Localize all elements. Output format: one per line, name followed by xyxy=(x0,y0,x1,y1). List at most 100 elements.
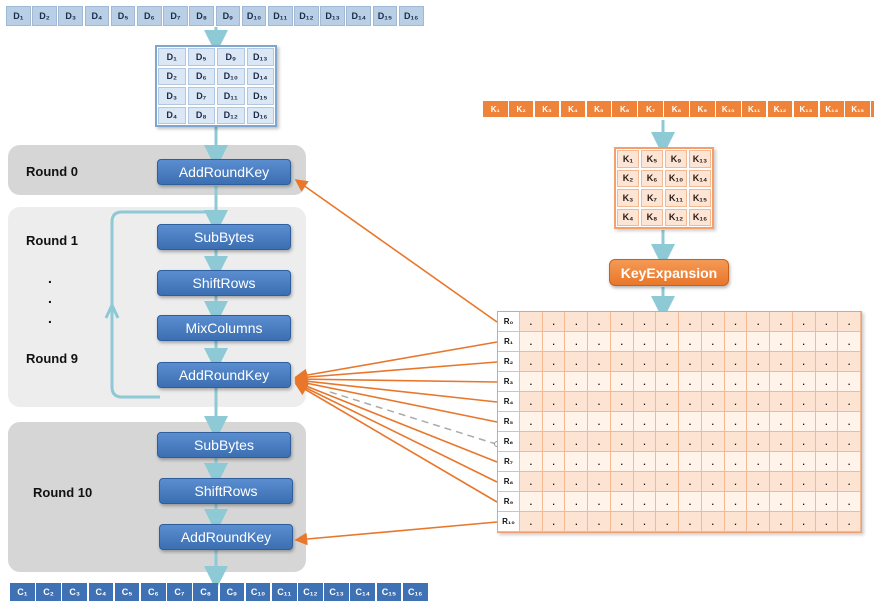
round-key-cell: . xyxy=(701,492,725,512)
round-key-cell: . xyxy=(792,312,816,332)
round-key-cell: . xyxy=(679,492,702,512)
key-cell: K₁₃ xyxy=(689,150,711,168)
input-byte-cell: D₁₅ xyxy=(372,6,398,26)
round-key-cell: . xyxy=(792,512,816,532)
round-key-cell: . xyxy=(520,312,543,332)
round-key-cell: . xyxy=(701,352,725,372)
round-key-cell: . xyxy=(633,452,657,472)
round-key-cell: . xyxy=(565,332,589,352)
key-byte-cell: K₁₀ xyxy=(716,101,741,117)
round-key-cell: . xyxy=(679,412,702,432)
state-cell: D₇ xyxy=(187,87,215,105)
round-key-cell: . xyxy=(724,332,748,352)
round-key-cell: . xyxy=(633,372,657,392)
input-byte-cell: D₁₃ xyxy=(320,6,345,26)
round-key-cell: . xyxy=(610,472,634,492)
round-key-cell: . xyxy=(838,332,861,352)
state-cell: D₁₄ xyxy=(246,67,274,85)
round-key-cell: . xyxy=(770,452,793,472)
round-key-cell: . xyxy=(565,432,589,452)
state-cell: D₄ xyxy=(158,106,186,124)
key-byte-cell: K₅ xyxy=(586,101,612,117)
round-key-cell: . xyxy=(656,312,680,332)
round-key-label: R₅ xyxy=(498,412,520,432)
round-key-cell: . xyxy=(792,332,816,352)
round-key-cell: . xyxy=(520,492,543,512)
round-key-cell: . xyxy=(747,372,771,392)
output-byte-cell: C₇ xyxy=(167,583,192,601)
round-key-cell: . xyxy=(747,492,771,512)
round-key-cell: . xyxy=(724,492,748,512)
round-key-cell: . xyxy=(656,412,680,432)
round0-addroundkey-box: AddRoundKey xyxy=(157,159,291,185)
round1-label: Round 1 xyxy=(26,233,78,248)
round-key-label: R₄ xyxy=(498,392,520,412)
round-key-cell: . xyxy=(542,512,566,532)
flow-arrows xyxy=(104,27,675,590)
round-key-cell: . xyxy=(565,452,589,472)
key-byte-cell: K₁₆ xyxy=(871,101,874,117)
key-cell: K₆ xyxy=(641,169,663,187)
output-byte-cell: C₁₃ xyxy=(324,583,349,601)
round-key-cell: . xyxy=(792,392,816,412)
round-key-cell: . xyxy=(520,372,543,392)
round-key-label: R₁₀ xyxy=(498,512,520,532)
round-key-cell: . xyxy=(815,332,839,352)
round-key-cell: . xyxy=(815,512,839,532)
round-key-cell: . xyxy=(588,452,611,472)
round-key-cell: . xyxy=(770,492,793,512)
key-cell: K₃ xyxy=(617,189,639,207)
round-key-cell: . xyxy=(679,332,702,352)
key-cell: K₇ xyxy=(641,189,663,207)
ellipsis-dot: . xyxy=(48,270,52,286)
state-cell: D₈ xyxy=(187,106,215,124)
key-byte-cell: K₈ xyxy=(664,101,689,117)
round-key-cell: . xyxy=(610,452,634,472)
round-key-cell: . xyxy=(656,392,680,412)
round-key-cell: . xyxy=(701,452,725,472)
round-key-cell: . xyxy=(656,452,680,472)
output-byte-cell: C₁₀ xyxy=(245,583,271,601)
round-key-cell: . xyxy=(792,472,816,492)
round-key-cell: . xyxy=(542,312,566,332)
round-key-cell: . xyxy=(565,312,589,332)
round-key-cell: . xyxy=(610,332,634,352)
round-key-cell: . xyxy=(588,332,611,352)
round-key-cell: . xyxy=(610,492,634,512)
round-key-cell: . xyxy=(656,372,680,392)
round-key-cell: . xyxy=(610,392,634,412)
key-cell: K₉ xyxy=(665,150,687,168)
round-key-cell: . xyxy=(565,392,589,412)
round-key-cell: . xyxy=(724,312,748,332)
input-byte-cell: D₁ xyxy=(6,6,31,26)
round-key-cell: . xyxy=(679,472,702,492)
output-byte-cell: C₁₄ xyxy=(350,583,376,601)
round-key-cell: . xyxy=(838,492,861,512)
state-cell: D₁ xyxy=(158,48,186,66)
round-key-cell: . xyxy=(724,412,748,432)
round-key-cell: . xyxy=(838,372,861,392)
output-byte-cell: C₁₁ xyxy=(271,583,297,601)
round-key-cell: . xyxy=(792,452,816,472)
round-key-cell: . xyxy=(656,432,680,452)
round-key-cell: . xyxy=(588,412,611,432)
round-key-label: R₉ xyxy=(498,492,520,512)
round-key-cell: . xyxy=(815,432,839,452)
key-cell: K₁₄ xyxy=(689,169,711,187)
key-cell: K₄ xyxy=(617,208,639,226)
round-key-cell: . xyxy=(770,332,793,352)
round-key-cell: . xyxy=(565,492,589,512)
round-key-cell: . xyxy=(679,392,702,412)
round-key-cell: . xyxy=(747,332,771,352)
input-byte-cell: D₅ xyxy=(110,6,136,26)
round-key-cell: . xyxy=(770,392,793,412)
round-key-cell: . xyxy=(610,412,634,432)
key-byte-cell: K₄ xyxy=(560,101,586,117)
state-cell: D₁₅ xyxy=(246,87,274,105)
input-byte-cell: D₁₀ xyxy=(241,6,267,26)
round-key-cell: . xyxy=(565,512,589,532)
key-byte-cell: K₉ xyxy=(690,101,715,117)
round-key-cell: . xyxy=(724,372,748,392)
